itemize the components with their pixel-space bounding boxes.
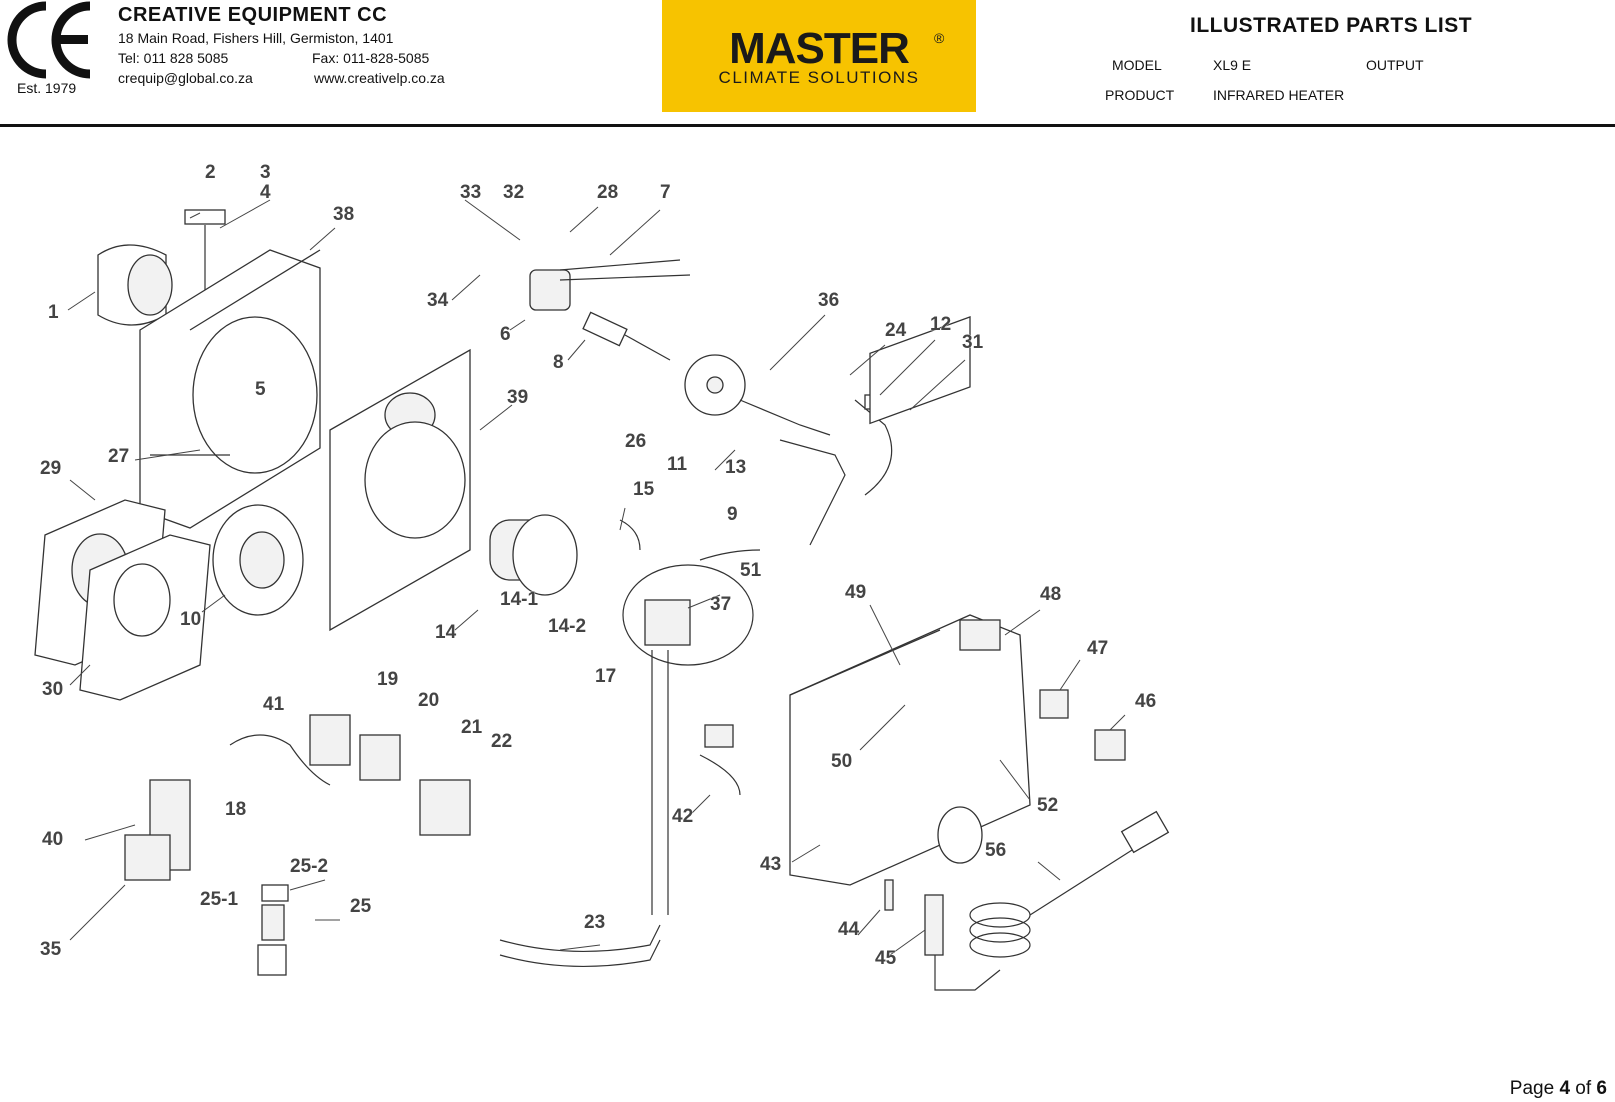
part-callout-47: 47 [1087, 638, 1108, 659]
part-callout-25-1: 25-1 [200, 889, 238, 910]
part-callout-39: 39 [507, 387, 528, 408]
part-callout-6: 6 [500, 324, 511, 345]
brand-tagline: CLIMATE SOLUTIONS [718, 68, 920, 87]
part-callout-51: 51 [740, 560, 762, 581]
product-value: INFRARED HEATER [1213, 87, 1345, 103]
part-callout-12: 12 [930, 314, 951, 335]
part-callout-26: 26 [625, 431, 646, 452]
part-callout-44: 44 [838, 919, 860, 940]
page-current: 4 [1559, 1078, 1571, 1099]
part-callout-14-1: 14-1 [500, 589, 538, 610]
solenoid-detail-illustration [499, 564, 754, 967]
part-callout-35: 35 [40, 939, 62, 960]
part-callout-28: 28 [597, 182, 618, 203]
page-number: Page 4 of 6 [1510, 1078, 1607, 1100]
part-callout-34: 34 [427, 290, 449, 311]
company-name: CREATIVE EQUIPMENT CC [118, 4, 388, 26]
brand-name: MASTER [729, 24, 910, 73]
part-callout-24: 24 [885, 320, 907, 341]
part-callout-25: 25 [350, 896, 372, 917]
product-label: PRODUCT [1105, 87, 1175, 103]
part-callout-14: 14 [435, 622, 457, 643]
page-prefix: Page [1509, 1078, 1560, 1099]
fan-housing-illustration [34, 209, 578, 976]
part-callout-33: 33 [460, 182, 481, 203]
part-callout-52: 52 [1037, 795, 1058, 816]
part-callout-7: 7 [660, 182, 671, 203]
part-callout-17: 17 [595, 666, 616, 687]
part-callout-49: 49 [845, 582, 866, 603]
part-callout-31: 31 [962, 332, 984, 353]
part-callout-41: 41 [263, 694, 285, 715]
part-callout-13: 13 [725, 457, 746, 478]
exploded-parts-diagram: 123456789101112131414-114-21517181920212… [34, 162, 1170, 991]
part-callout-22: 22 [491, 731, 512, 752]
part-callout-25-2: 25-2 [290, 856, 328, 877]
part-callout-1: 1 [48, 302, 59, 323]
master-brand-logo: MASTER ® CLIMATE SOLUTIONS [662, 0, 976, 112]
part-callout-23: 23 [584, 912, 605, 933]
part-callout-20: 20 [418, 690, 439, 711]
part-callout-38: 38 [333, 204, 354, 225]
part-callout-19: 19 [377, 669, 398, 690]
part-callout-42: 42 [672, 806, 693, 827]
part-callout-3: 3 [260, 162, 271, 183]
page-of: of [1570, 1078, 1597, 1099]
electrode-assembly-illustration [529, 259, 894, 561]
ce-logo [7, 1, 91, 79]
part-callout-29: 29 [40, 458, 61, 479]
part-callout-56: 56 [985, 840, 1006, 861]
part-callout-18: 18 [225, 799, 246, 820]
part-callout-30: 30 [42, 679, 63, 700]
part-callout-32: 32 [503, 182, 524, 203]
company-website: www.creativelp.co.za [314, 70, 445, 86]
part-callout-15: 15 [633, 479, 655, 500]
model-value: XL9 E [1213, 57, 1252, 73]
part-callout-43: 43 [760, 854, 781, 875]
registered-mark: ® [934, 30, 945, 46]
part-callout-27: 27 [108, 446, 129, 467]
company-telephone: Tel: 011 828 5085 [118, 50, 229, 66]
part-callout-36: 36 [818, 290, 839, 311]
part-callout-50: 50 [831, 751, 852, 772]
heater-body-illustration [699, 316, 1170, 991]
part-callout-40: 40 [42, 829, 63, 850]
part-callout-9: 9 [727, 504, 738, 525]
document-title: ILLUSTRATED PARTS LIST [1190, 14, 1473, 37]
part-callout-11: 11 [667, 454, 688, 475]
part-callout-2: 2 [205, 162, 216, 183]
part-callout-37: 37 [710, 594, 731, 615]
page-total: 6 [1596, 1078, 1607, 1099]
established-year: Est. 1979 [17, 80, 77, 96]
part-callout-46: 46 [1135, 691, 1156, 712]
part-callout-4: 4 [260, 182, 271, 203]
part-callout-5: 5 [255, 379, 266, 400]
company-address: 18 Main Road, Fishers Hill, Germiston, 1… [118, 30, 394, 46]
model-label: MODEL [1112, 57, 1162, 73]
part-callout-48: 48 [1040, 584, 1061, 605]
output-label: OUTPUT [1366, 57, 1424, 73]
company-email: crequip@global.co.za [118, 70, 253, 86]
part-callout-45: 45 [875, 948, 897, 969]
part-callout-8: 8 [553, 352, 564, 373]
leader-lines [67, 199, 1126, 956]
company-fax: Fax: 011-828-5085 [312, 50, 430, 66]
part-callout-10: 10 [180, 609, 201, 630]
part-callout-14-2: 14-2 [548, 616, 586, 637]
part-callout-21: 21 [461, 717, 483, 738]
header-divider [0, 124, 1615, 127]
